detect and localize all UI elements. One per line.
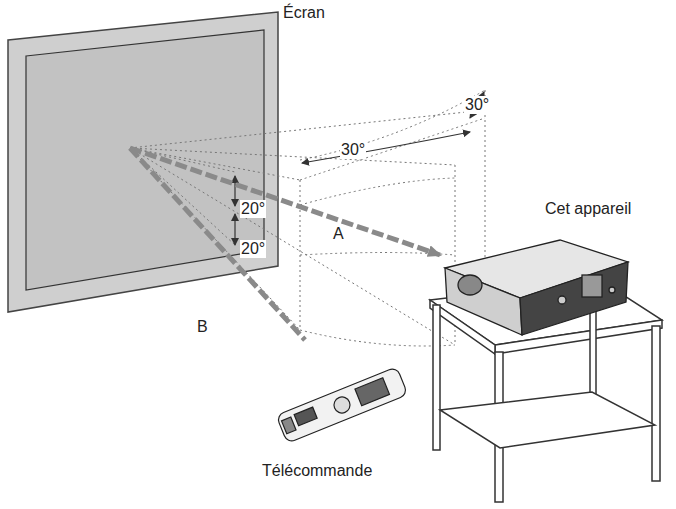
projector [445, 240, 628, 335]
angle-label: 30° [340, 141, 366, 159]
angle-label: 20° [240, 200, 266, 218]
device-label: Cet appareil [545, 200, 631, 218]
screen-label: Écran [283, 4, 325, 22]
signal-beams [130, 148, 440, 340]
angle-label: 20° [240, 240, 266, 258]
remote-control [276, 367, 408, 444]
angle-arrows [235, 92, 484, 245]
beam-label: A [332, 225, 345, 243]
remote-label: Télécommande [262, 462, 372, 480]
beam-label: B [196, 318, 209, 336]
angle-label: 30° [464, 96, 490, 114]
